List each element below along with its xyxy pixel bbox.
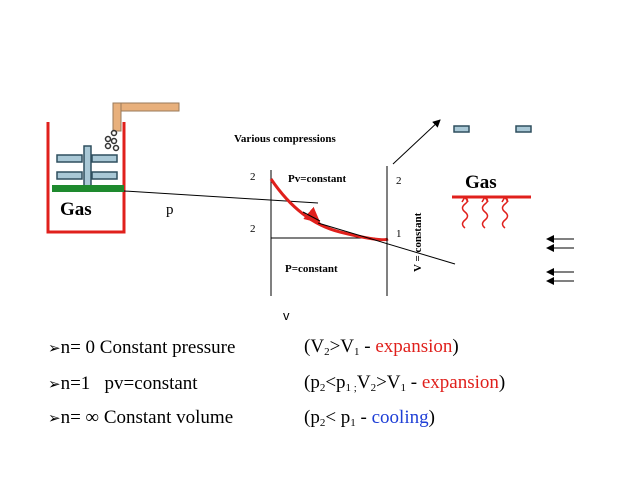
piston-plate	[52, 185, 124, 192]
gas-bubbles	[104, 129, 120, 152]
bullet-text: n=1 pv=constant	[60, 373, 198, 394]
right-gas-label: Gas	[465, 172, 497, 193]
heat-waves	[461, 195, 509, 229]
cooling-label: cooling	[371, 407, 429, 428]
block-right	[515, 125, 532, 133]
pv-constant-label: Pv=constant	[288, 173, 347, 185]
piston-handle	[112, 102, 180, 132]
v-axis-label: v	[283, 308, 290, 323]
v-constant-label: V = constant	[412, 212, 424, 272]
relation-cooling: (p2< p1 - cooling)	[304, 407, 435, 429]
expansion-label: expansion	[421, 372, 499, 393]
block-left	[453, 125, 470, 133]
heat-arrows	[546, 235, 574, 285]
bullet-arrow-icon: ➢	[48, 409, 61, 427]
weights	[56, 145, 118, 187]
p-constant-label: P=constant	[285, 263, 338, 275]
left-top-tick: 2	[250, 171, 256, 183]
diagram-title: Various compressions	[234, 133, 336, 145]
bullet-pv-constant: ➢n=1 pv=constant	[48, 373, 198, 395]
connector-line	[123, 190, 319, 204]
right-point-label: 1	[396, 228, 402, 240]
bullet-arrow-icon: ➢	[48, 339, 61, 357]
piston-gas-label: Gas	[60, 199, 92, 220]
left-mid-tick: 2	[250, 223, 256, 235]
pv-curve	[269, 178, 389, 242]
up-arrow	[392, 119, 441, 165]
relation-expansion-2: (p2<p1 ;V2>V1 - expansion)	[304, 372, 506, 394]
bullet-arrow-icon: ➢	[48, 375, 61, 393]
bullet-constant-volume: ➢n= ∞ Constant volume	[48, 407, 233, 429]
bullet-text: n= ∞ Constant volume	[60, 407, 234, 428]
pv-pointer-line	[302, 211, 321, 222]
bullet-text: n= 0 Constant pressure	[60, 337, 236, 358]
pressure-label: p	[166, 202, 174, 218]
relation-expansion-1: (V2>V1 - expansion)	[304, 336, 459, 358]
bullet-constant-pressure: ➢n= 0 Constant pressure	[48, 337, 235, 359]
right-top-tick: 2	[396, 175, 402, 187]
cylinder	[46, 122, 126, 234]
expansion-label: expansion	[375, 336, 453, 357]
